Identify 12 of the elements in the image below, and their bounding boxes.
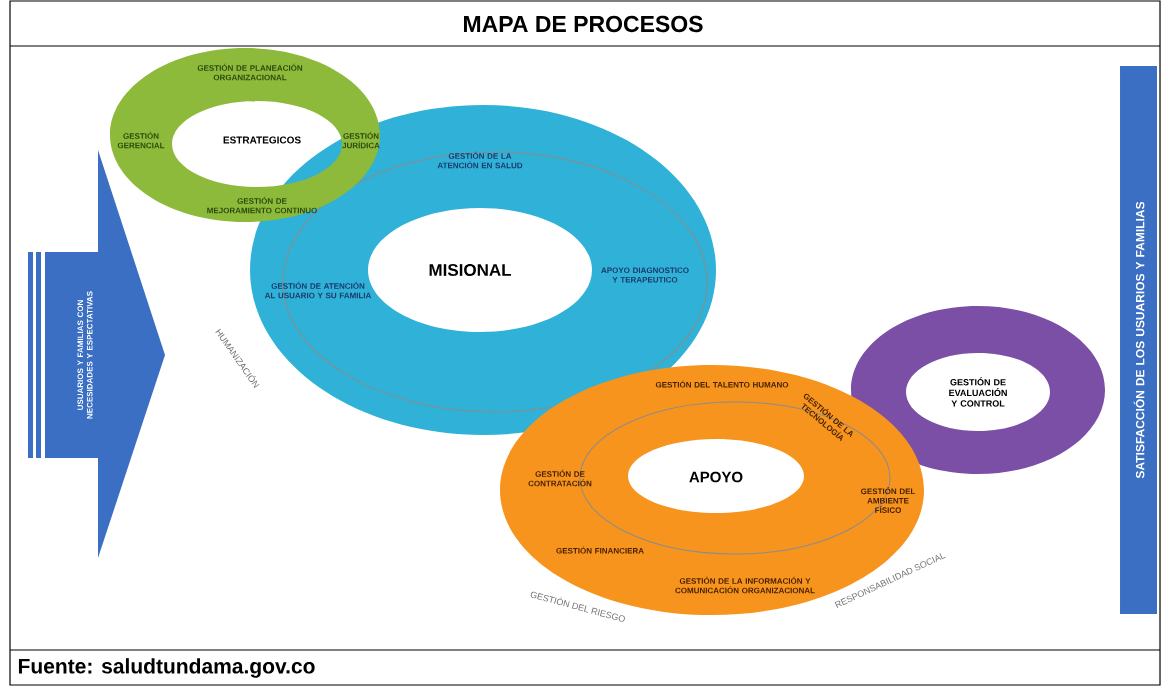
process-label: GESTIÓN DE LA INFORMACIÓN Y COMUNICACIÓN ORGANIZACIONAL: [675, 576, 815, 594]
process-label: GESTIÓN DEL AMBIENTE FÍSICO: [861, 487, 916, 514]
center-label: GESTIÓN DE EVALUACIÓN Y CONTROL: [949, 377, 1007, 407]
title: MAPA DE PROCESOS: [464, 15, 703, 33]
center-label: ESTRATEGICOS: [223, 136, 301, 144]
process-label: GESTIÓN FINANCIERA: [556, 546, 644, 554]
process-label: GESTIÓN DE CONTRATACIÓN: [528, 469, 592, 487]
process-label: GESTIÓN GERENCIAL: [117, 131, 165, 149]
caption: Fuente: saludtundama.gov.co: [18, 658, 315, 678]
process-label: GESTIÓN DE PLANEACIÓN ORGANIZACIONAL: [197, 63, 303, 81]
center-label: APOYO: [689, 471, 743, 483]
side-bar: SATISFACCIÓN DE LOS USUARIOS Y FAMILIAS: [1120, 66, 1157, 614]
